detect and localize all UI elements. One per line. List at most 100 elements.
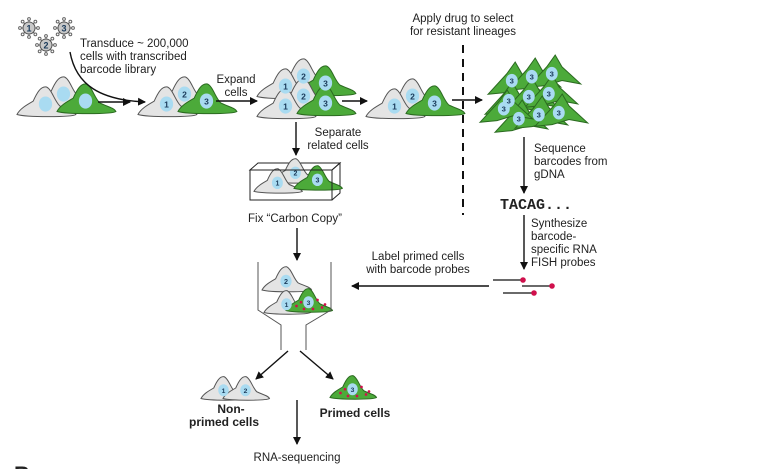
- nucleus: [387, 98, 402, 114]
- cell-nucleus-group: 2: [296, 88, 311, 104]
- cell-nucleus-group: [78, 93, 93, 109]
- nucleus: [78, 93, 93, 109]
- cell-nucleus-group: 3: [318, 95, 333, 111]
- cell-nucleus-group: 2: [177, 86, 192, 102]
- nucleus: [177, 86, 192, 102]
- cell-nucleus-group: 3: [427, 95, 442, 111]
- primed-arrow: [299, 350, 334, 380]
- barcode-virus-icon: 2: [35, 34, 57, 56]
- barcode-number: 3: [323, 78, 328, 88]
- nucleus: [278, 98, 293, 114]
- barcode-number: 3: [547, 90, 551, 99]
- barcode-number: 3: [323, 98, 328, 108]
- nonprimed-label-2: primed cells: [189, 415, 259, 429]
- cell-nucleus-group: 1: [281, 298, 292, 311]
- barcode-number: 3: [507, 97, 511, 106]
- synthesize-label-4: FISH probes: [531, 257, 596, 269]
- cell-nucleus-group: 3: [311, 173, 323, 187]
- cell-nucleus-group: 1: [271, 176, 283, 190]
- probe-signal: [302, 307, 306, 311]
- cell-nucleus-group: 3: [199, 93, 214, 109]
- expand-label-1: Expand: [216, 74, 255, 86]
- separate-label-1: Separate: [315, 127, 362, 139]
- nucleus: [525, 69, 538, 84]
- cell-nucleus-group: [38, 96, 53, 112]
- barcode-number: 3: [307, 300, 311, 307]
- sequence-label-2: barcodes from: [534, 156, 608, 168]
- cell-nucleus-group: 1: [218, 384, 229, 397]
- barcode-number: 1: [164, 99, 169, 109]
- nucleus: [505, 73, 518, 88]
- probe-signal: [311, 307, 315, 311]
- barcode-sequence: TACAG...: [500, 197, 572, 214]
- barcode-number: 3: [527, 93, 531, 102]
- barcode-number: 3: [315, 178, 319, 185]
- probe-signal: [299, 300, 303, 304]
- probe-dots: [520, 277, 555, 296]
- nucleus: [497, 101, 510, 116]
- cell-nucleus-group: 2: [405, 88, 420, 104]
- nucleus: [296, 88, 311, 104]
- nucleus: [522, 89, 535, 104]
- barcode-number: 1: [275, 181, 279, 188]
- probe-signal: [355, 394, 359, 398]
- barcode-number: 3: [61, 24, 66, 34]
- cell-nucleus-group: 3: [522, 89, 535, 104]
- probe-signal: [367, 390, 371, 393]
- expand-label-2: cells: [224, 87, 247, 99]
- fish-probes: [493, 279, 552, 294]
- barcode-number: 3: [537, 111, 541, 120]
- barcode-number: 2: [293, 171, 297, 178]
- barcode-number: 1: [283, 101, 288, 111]
- barcode-number: 3: [530, 73, 534, 82]
- probe-signal: [339, 391, 342, 395]
- cell-nucleus-group: 3: [512, 111, 525, 126]
- barcode-number: 1: [26, 24, 31, 34]
- synthesize-label-1: Synthesize: [531, 218, 587, 230]
- primed-label: Primed cells: [320, 406, 391, 420]
- barcode-number: 1: [285, 302, 289, 309]
- cell-nucleus-group: 3: [545, 66, 558, 81]
- label-probes-2: with barcode probes: [365, 264, 470, 276]
- barcode-virus-icon: 1: [18, 17, 40, 39]
- sorter-funnel: [257, 262, 332, 350]
- barcode-number: 2: [182, 89, 187, 99]
- probe-signal: [316, 298, 319, 302]
- barcode-number: 3: [517, 115, 521, 124]
- cell-nucleus-group: 3: [303, 296, 314, 309]
- nucleus: [303, 296, 314, 309]
- sequence-label-3: gDNA: [534, 169, 565, 181]
- cell-nucleus-group: 3: [525, 69, 538, 84]
- transduce-label-2: cells with transcribed: [80, 51, 187, 63]
- nucleus: [38, 96, 53, 112]
- nucleus: [159, 96, 174, 112]
- cell-nucleus-group: 2: [296, 68, 311, 84]
- transduce-arrow: [69, 51, 146, 106]
- barcode-number: 2: [43, 41, 48, 51]
- cell-nucleus-group: 2: [280, 274, 292, 288]
- barcode-number: 3: [502, 105, 506, 114]
- probe-signal: [295, 304, 298, 308]
- synthesize-label-3: specific RNA: [531, 244, 597, 256]
- cell-nucleus-group: [56, 86, 71, 102]
- probe-signal: [364, 393, 368, 396]
- arrows: [69, 45, 528, 445]
- separate-label-2: related cells: [307, 140, 369, 152]
- cell-nucleus-group: 2: [240, 384, 251, 397]
- cell-nucleus-group: 3: [532, 107, 545, 122]
- nucleus: [218, 384, 229, 397]
- nonprimed-label-1: Non-: [217, 402, 244, 416]
- barcode-number: 3: [510, 77, 514, 86]
- barcode-number: 2: [244, 388, 248, 395]
- nucleus: [296, 68, 311, 84]
- nucleus: [512, 111, 525, 126]
- barcode-number: 3: [557, 109, 561, 118]
- nucleus: [427, 95, 442, 111]
- cell-nucleus-group: 2: [289, 166, 301, 180]
- drug-label-1: Apply drug to select: [412, 13, 514, 25]
- transduce-label-3: barcode library: [80, 64, 156, 76]
- probe-signal: [323, 303, 327, 306]
- probe-signal: [343, 387, 347, 391]
